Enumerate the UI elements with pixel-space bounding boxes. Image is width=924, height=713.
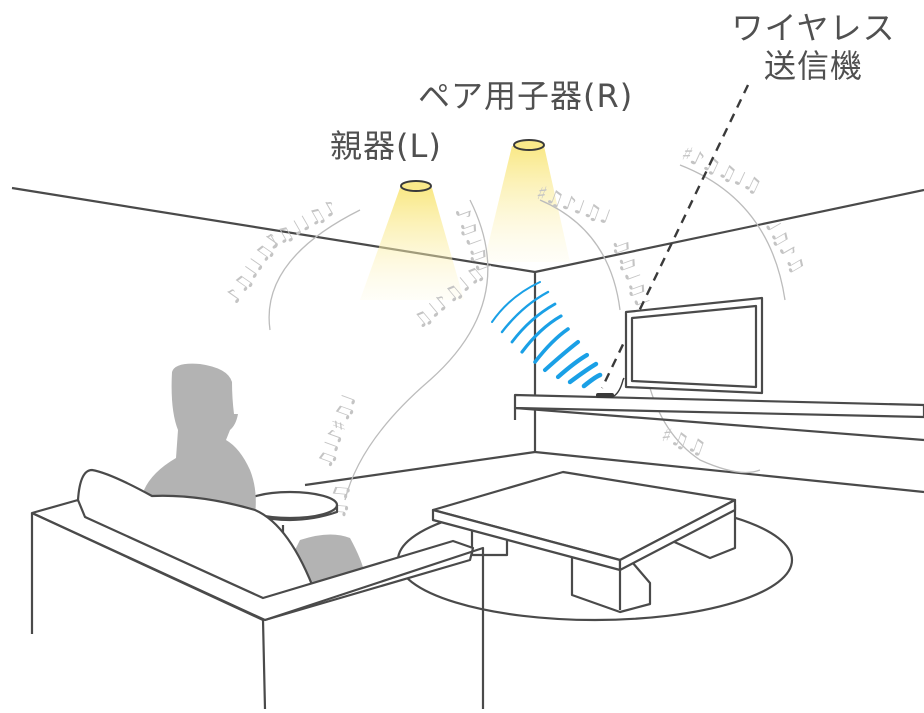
svg-text:♩♫♪♫: ♩♫♪♫ bbox=[761, 216, 811, 278]
ceiling-light-right bbox=[484, 139, 570, 262]
coffee-table bbox=[431, 470, 737, 614]
wireless-transmitter-label: ワイヤレス 送信機 bbox=[726, 9, 901, 86]
music-note-arc-left: ♪♫♩♩♫♪ ♩♫♩♩♫♪ bbox=[220, 195, 361, 331]
sofa bbox=[30, 468, 485, 710]
svg-text:♫♩♪♯♫♩: ♫♩♪♯♫♩ bbox=[312, 391, 361, 472]
pair-child-speaker-label: ペア用子器(R) bbox=[418, 77, 634, 115]
wireless-transmitter-label-line1: ワイヤレス bbox=[731, 9, 896, 47]
ceiling-light-left bbox=[360, 180, 464, 300]
room-walls bbox=[11, 186, 924, 494]
parent-speaker-label: 親器(L) bbox=[330, 127, 442, 165]
television bbox=[624, 296, 764, 395]
wireless-transmitter-label-line2: 送信機 bbox=[763, 46, 863, 85]
tv-shelf bbox=[513, 393, 924, 442]
svg-text:♫♫♩♫♩: ♫♫♩♫♩ bbox=[607, 234, 654, 310]
music-note-arc-far-right: ♯♪♫♫♩♫ ♩♫♪♫ bbox=[678, 141, 811, 301]
wireless-signal-waves bbox=[491, 281, 603, 389]
wireless-transmitter bbox=[596, 377, 625, 398]
svg-text:♩♫♩♩♫♪: ♩♫♩♩♫♪ bbox=[263, 195, 342, 254]
svg-text:♯♫♫: ♯♫♫ bbox=[658, 422, 709, 460]
